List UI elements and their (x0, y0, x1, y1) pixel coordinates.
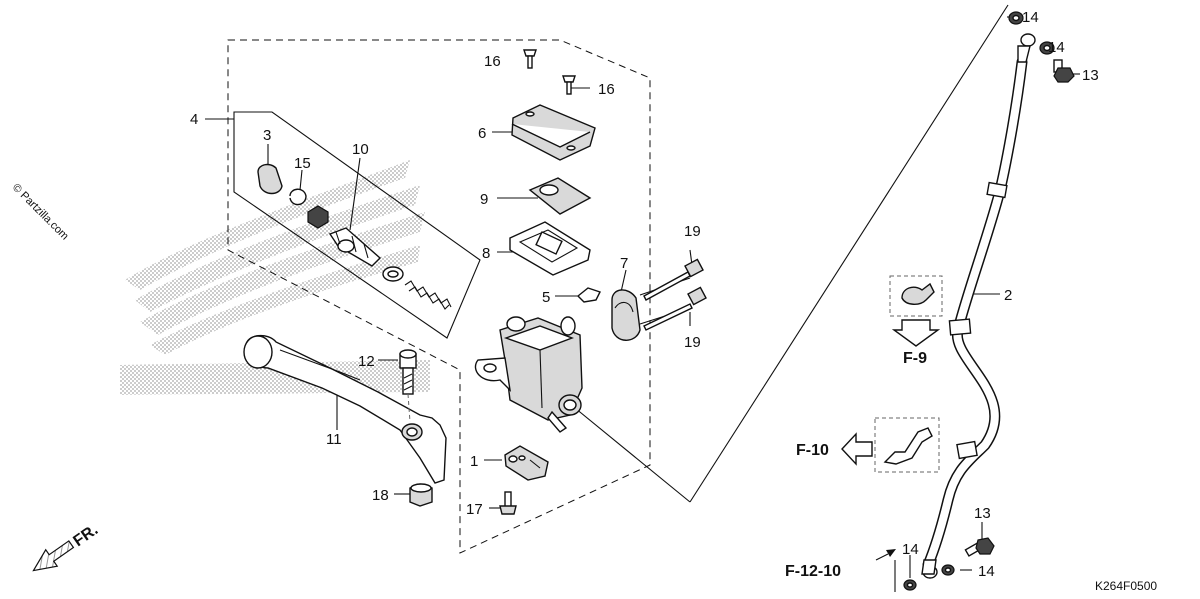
callout-5: 5 (542, 289, 550, 306)
callout-13-top: 13 (1082, 67, 1099, 84)
front-arrow-icon: FR. (32, 521, 101, 572)
callout-13-bottom: 13 (974, 505, 991, 522)
assembly-boundary (227, 39, 651, 554)
screw-16-right (562, 75, 576, 95)
callout-14-lower-left: 14 (902, 541, 919, 558)
screw-17 (499, 491, 517, 515)
brake-lever-11 (243, 335, 447, 484)
bolt-19-upper (643, 258, 704, 301)
callout-12: 12 (358, 353, 375, 370)
piston-kit-parts (257, 163, 452, 310)
callout-10: 10 (352, 141, 369, 158)
callout-11: 11 (326, 431, 342, 448)
reference-label-f12: F-12-10 (785, 563, 841, 580)
callout-2: 2 (1004, 287, 1012, 304)
front-arrow-label: FR. (70, 521, 101, 550)
callout-8: 8 (482, 245, 490, 262)
reference-f10-box (841, 417, 940, 473)
callout-14-second: 14 (1048, 39, 1065, 56)
callout-16-right: 16 (598, 81, 615, 98)
diaphragm-plate-9 (528, 177, 592, 215)
screw-16-top (523, 49, 537, 69)
callout-7: 7 (620, 255, 628, 272)
holder-7 (611, 289, 641, 341)
pivot-bolt-12 (399, 349, 417, 423)
reference-f9-box (889, 275, 943, 347)
callout-6: 6 (478, 125, 486, 142)
callout-19-lower: 19 (684, 334, 701, 351)
brake-hose-2 (921, 33, 1036, 579)
reference-arrow-icon (891, 319, 941, 347)
sealing-washers-14 (903, 11, 1055, 591)
reference-label-f9: F-9 (903, 350, 927, 367)
subassembly-4-outline (233, 111, 481, 339)
watermark-text: © Partzilla.com (10, 182, 71, 243)
reference-label-f10: F-10 (796, 442, 829, 459)
callout-9: 9 (480, 191, 488, 208)
callout-16-top: 16 (484, 53, 501, 70)
nut-18 (409, 483, 433, 507)
callout-14-lower-right: 14 (978, 563, 995, 580)
diagram-code: K264F0500 (1095, 579, 1157, 593)
callout-14-top: 14 (1022, 9, 1039, 26)
callout-17: 17 (466, 501, 483, 518)
brake-switch-1 (504, 445, 549, 481)
callout-18: 18 (372, 487, 389, 504)
bolt-19-lower (643, 286, 707, 331)
master-cylinder-body (474, 316, 583, 433)
callout-19-upper: 19 (684, 223, 701, 240)
clip-5 (576, 287, 601, 303)
callout-4: 4 (190, 111, 198, 128)
callout-3: 3 (263, 127, 271, 144)
reference-arrow-icon (841, 432, 873, 466)
callout-1: 1 (470, 453, 478, 470)
banjo-bolts-13 (964, 59, 1075, 557)
callout-15: 15 (294, 155, 311, 172)
reference-f12-arrow (875, 549, 896, 592)
